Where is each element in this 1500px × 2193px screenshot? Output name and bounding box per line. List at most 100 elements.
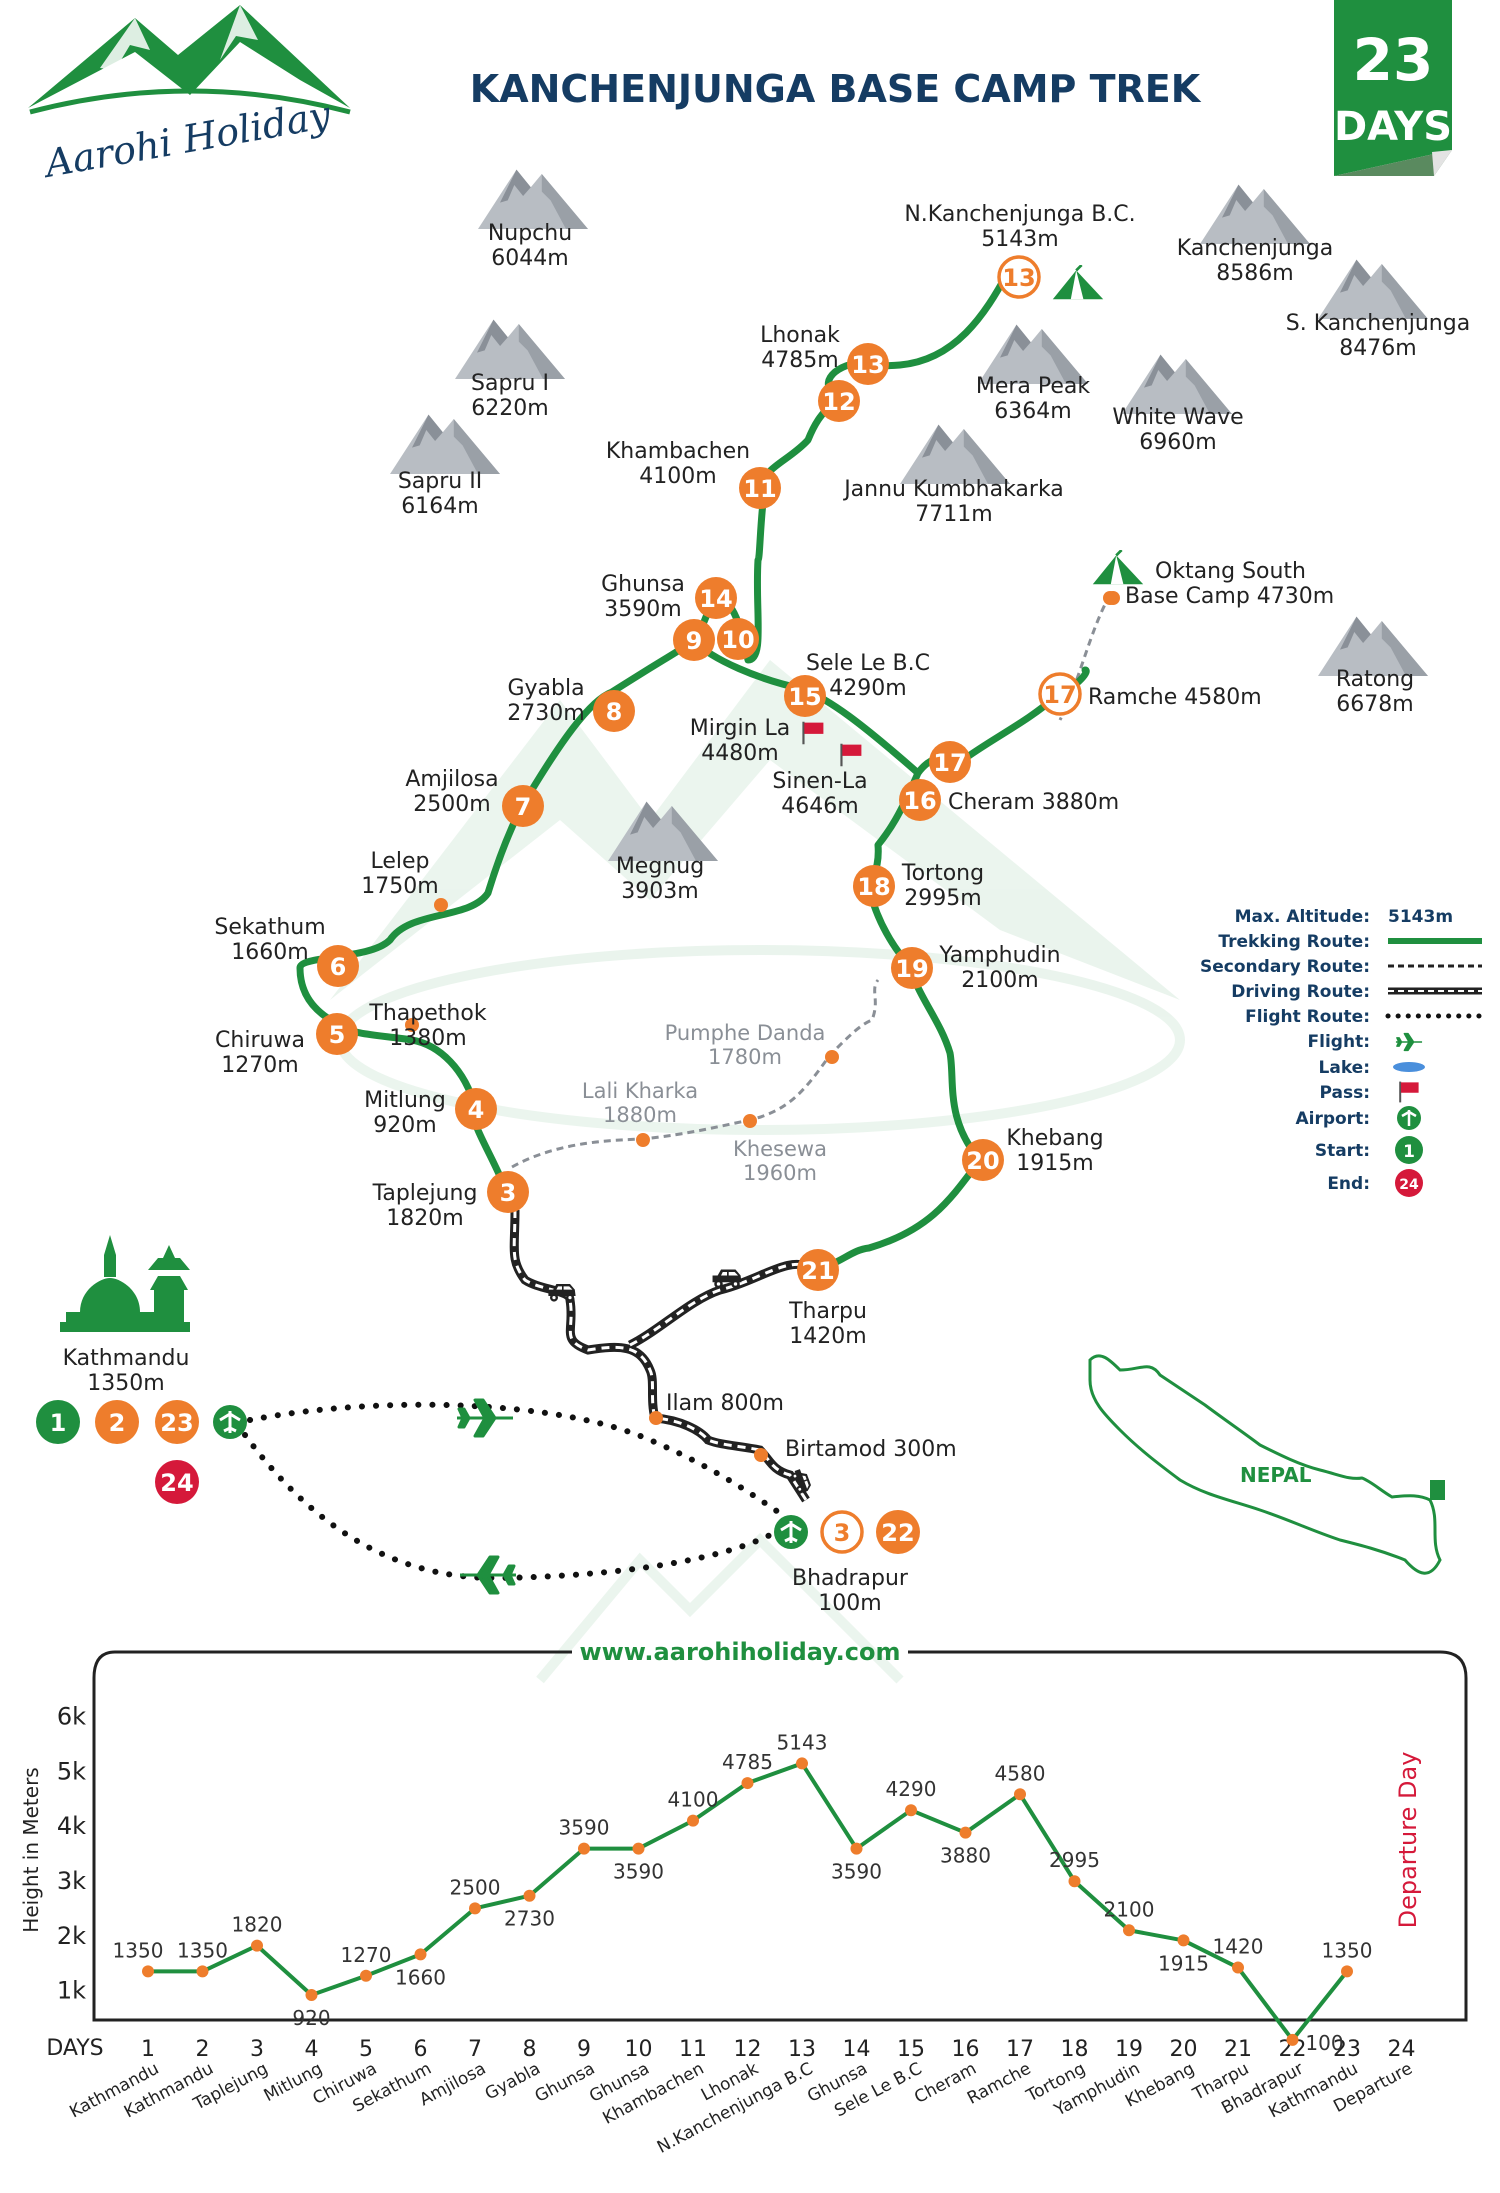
place-alt: 1660m [231, 940, 308, 965]
place-name: Taplejung [372, 1181, 478, 1206]
peak-name: Jannu Kumbhakarka [842, 477, 1064, 502]
place-labels: N.Kanchenjunga B.C. 5143m Lhonak 4785m K… [63, 202, 1136, 1616]
elevation-value-label: 2730 [504, 1907, 555, 1931]
svg-text:5: 5 [329, 1021, 346, 1049]
elevation-value-label: 5143 [777, 1730, 828, 1754]
place-name: Tharpu [788, 1299, 867, 1324]
x-tick-label: 1 [141, 2037, 155, 2062]
day-marker: 13 [997, 255, 1041, 299]
day-marker: 1 [36, 1400, 80, 1444]
elevation-value-label: 3590 [613, 1860, 664, 1884]
thapethok-dot [405, 1018, 419, 1032]
x-tick-label: 24 [1388, 2037, 1416, 2062]
peak-alt: 7711m [915, 502, 992, 527]
y-tick-label: 4k [57, 1812, 86, 1840]
peak-alt: 3903m [621, 879, 698, 904]
place-name: Sinen-La [772, 769, 867, 794]
day-marker: 15 [784, 675, 826, 717]
day-marker: 20 [962, 1139, 1004, 1181]
svg-text:12: 12 [822, 388, 855, 416]
brand-name: Aarohi Holiday [39, 92, 334, 186]
day-marker: 17 [1038, 672, 1082, 716]
tent-icon [1091, 550, 1145, 586]
place-alt: 1750m [361, 874, 438, 899]
svg-text:13: 13 [851, 351, 884, 379]
stupa-temple-icon [60, 1235, 190, 1332]
legend-start: 1 [1403, 1142, 1415, 1162]
x-tick-label: 2 [196, 2037, 210, 2062]
elevation-value-label: 4580 [995, 1761, 1046, 1785]
duration-badge: 23 DAYS [1334, 0, 1452, 176]
elevation-value-label: 1350 [1322, 1938, 1373, 1962]
svg-text:22: 22 [881, 1519, 914, 1547]
oktang-dot [1106, 591, 1120, 605]
place-alt: 2100m [961, 968, 1038, 993]
elevation-point [469, 1902, 481, 1915]
day-markers: 13 13 12 11 14 10 9 15 8 17 17 16 7 18 1… [36, 255, 1082, 1554]
elevation-point [251, 1939, 263, 1952]
peak-name: S. Kanchenjunga [1286, 311, 1470, 336]
peak-alt: 6044m [491, 246, 568, 271]
tent-icon [1051, 265, 1105, 301]
elevation-point [142, 1965, 154, 1978]
place-alt: 100m [818, 1591, 881, 1616]
place-alt: 1820m [386, 1206, 463, 1231]
svg-text:24: 24 [160, 1469, 193, 1497]
svg-text:1: 1 [50, 1409, 67, 1437]
place-alt: 4785m [761, 348, 838, 373]
svg-text:18: 18 [857, 873, 890, 901]
peak-alt: 6678m [1336, 692, 1413, 717]
elevation-value-label: 3590 [831, 1860, 882, 1884]
badge-unit: DAYS [1334, 104, 1452, 150]
departure-annotation: Departure Day [1394, 1752, 1422, 1929]
x-tick-label: 5 [359, 2037, 373, 2062]
elevation-chart: www.aarohiholiday.com Height in Meters D… [19, 1638, 1468, 2158]
peak-name: Kanchenjunga [1177, 236, 1333, 261]
elevation-value-label: 3880 [940, 1844, 991, 1868]
svg-text:21: 21 [801, 1257, 834, 1285]
elevation-point [741, 1777, 754, 1790]
svg-text:19: 19 [895, 955, 928, 983]
y-tick-label: 6k [57, 1702, 86, 1730]
peak-alt: 6960m [1139, 430, 1216, 455]
legend-label: Flight: [1308, 1032, 1370, 1052]
airport-icon [774, 1515, 808, 1549]
svg-text:3: 3 [834, 1519, 851, 1547]
elevation-value-label: 4290 [886, 1777, 937, 1801]
day-marker: 4 [455, 1088, 497, 1130]
day-marker: 18 [853, 865, 895, 907]
place-alt: 920m [373, 1113, 436, 1138]
lelep-dot [434, 898, 448, 912]
place-name: Tortong [901, 861, 984, 886]
place-name: Sele Le B.C [806, 651, 930, 676]
nepal-label: NEPAL [1240, 1463, 1312, 1487]
svg-text:9: 9 [686, 627, 703, 655]
legend-label: Pass: [1319, 1083, 1370, 1103]
x-tick-label: 19 [1115, 2037, 1143, 2062]
place-name: Khambachen [606, 439, 750, 464]
place-alt: 1350m [87, 1371, 164, 1396]
mountain-icon [390, 414, 500, 474]
elevation-value-label: 2500 [450, 1875, 501, 1899]
elevation-value-label: 1820 [232, 1913, 283, 1937]
elevation-value-label: 1420 [1213, 1935, 1264, 1959]
elevation-point [687, 1814, 699, 1827]
peak-name: White Wave [1112, 405, 1243, 430]
elevation-series-line [148, 1761, 1349, 2042]
svg-text:17: 17 [933, 749, 966, 777]
peak-alt: 6364m [994, 399, 1071, 424]
day-marker: 19 [891, 947, 933, 989]
peak-name: Sapru I [471, 371, 549, 396]
day-marker: 16 [899, 779, 941, 821]
y-tick-label: 5k [57, 1757, 86, 1785]
place-alt: 1880m [603, 1103, 677, 1127]
elevation-point [196, 1965, 209, 1978]
elevation-value-label: 2100 [1104, 1897, 1155, 1921]
x-tick-label: 7 [468, 2037, 482, 2062]
place-name: Mitlung [364, 1088, 446, 1113]
x-tick-label: 12 [734, 2037, 762, 2062]
legend-label: Driving Route: [1231, 982, 1370, 1002]
